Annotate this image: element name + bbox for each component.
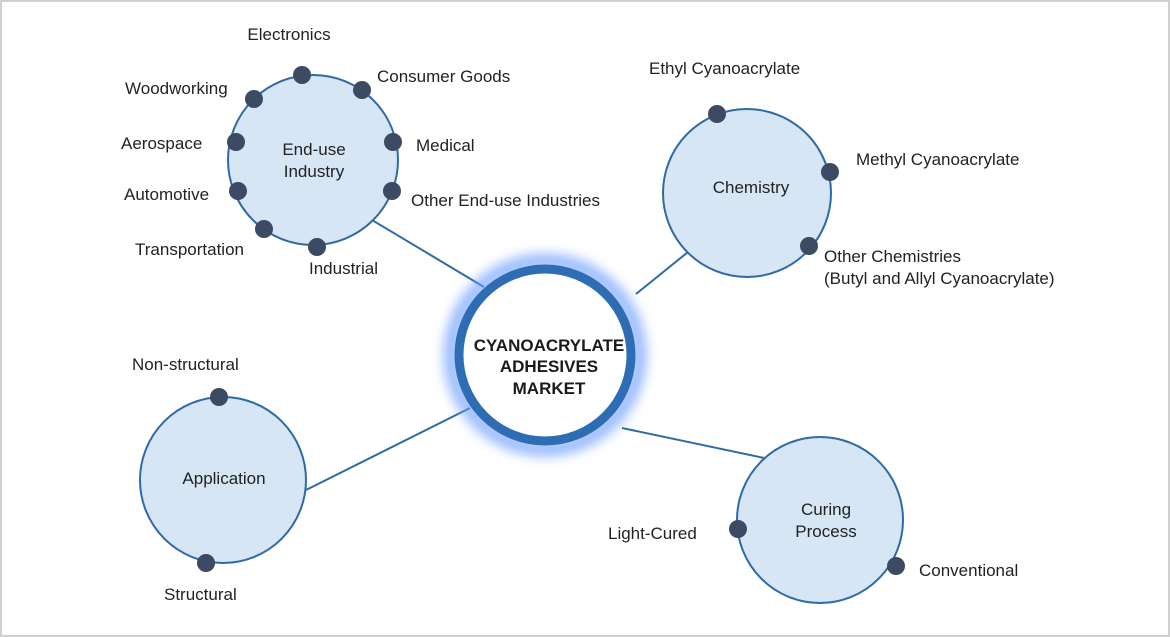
item-dot (353, 81, 371, 99)
item-label-consumer-goods: Consumer Goods (377, 67, 510, 86)
segment-curing-process: Curing Process Light-Cured Conventional (608, 436, 1018, 604)
hub-curing-process (736, 436, 904, 604)
hub-title-application: Application (182, 469, 265, 488)
item-dot (384, 133, 402, 151)
center-glow (444, 254, 646, 456)
item-label-woodworking: Woodworking (125, 79, 228, 98)
segment-end-use-industry: End-use Industry Electronics Consumer Go… (121, 25, 600, 278)
item-dot (245, 90, 263, 108)
connector-curing-process (621, 427, 765, 459)
item-label-other-chemistries: Other Chemistries (Butyl and Allyl Cyano… (824, 247, 1055, 288)
item-dot (255, 220, 273, 238)
item-dot (821, 163, 839, 181)
item-dot (887, 557, 905, 575)
item-dot (729, 520, 747, 538)
hub-chemistry (662, 108, 832, 278)
hub-title-end-use-industry-1: End-use (282, 140, 345, 159)
item-dot (708, 105, 726, 123)
item-label-non-structural: Non-structural (132, 355, 239, 374)
item-dot (293, 66, 311, 84)
item-dot (308, 238, 326, 256)
item-label-light-cured: Light-Cured (608, 524, 697, 543)
item-dot (210, 388, 228, 406)
item-label-other-chemistries-line-1: Other Chemistries (824, 247, 961, 266)
segment-application: Application Non-structural Structural (132, 355, 307, 604)
item-label-structural: Structural (164, 585, 237, 604)
item-dot (229, 182, 247, 200)
item-label-electronics: Electronics (247, 25, 330, 44)
item-label-transportation: Transportation (135, 240, 244, 259)
item-label-ethyl-cyanoacrylate: Ethyl Cyanoacrylate (649, 59, 800, 78)
item-label-medical: Medical (416, 136, 475, 155)
center-title-line-2: ADHESIVES (500, 357, 598, 376)
item-dot (383, 182, 401, 200)
segment-chemistry: Chemistry Ethyl Cyanoacrylate Methyl Cya… (649, 59, 1055, 288)
hub-title-end-use-industry-2: Industry (284, 162, 345, 181)
item-label-aerospace: Aerospace (121, 134, 202, 153)
connector-application (305, 407, 471, 491)
center-title-line-3: MARKET (513, 379, 586, 398)
item-label-automotive: Automotive (124, 185, 209, 204)
item-label-methyl-cyanoacrylate: Methyl Cyanoacrylate (856, 150, 1019, 169)
center-ring (454, 264, 636, 446)
connector-chemistry (635, 251, 689, 295)
connector-end-use-industry (371, 219, 485, 288)
center-title-line-1: CYANOACRYLATE (474, 336, 625, 355)
connector-lines (305, 219, 765, 491)
item-dot (197, 554, 215, 572)
hub-title-curing-process-2: Process (795, 522, 856, 541)
item-label-other-end-use: Other End-use Industries (411, 191, 600, 210)
item-label-other-chemistries-line-2: (Butyl and Allyl Cyanoacrylate) (824, 269, 1055, 288)
item-label-industrial: Industrial (309, 259, 378, 278)
center-hub: CYANOACRYLATE ADHESIVES MARKET (444, 254, 646, 456)
hub-title-chemistry: Chemistry (713, 178, 790, 197)
item-label-conventional: Conventional (919, 561, 1018, 580)
item-dot (227, 133, 245, 151)
item-dot (800, 237, 818, 255)
hub-title-curing-process-1: Curing (801, 500, 851, 519)
